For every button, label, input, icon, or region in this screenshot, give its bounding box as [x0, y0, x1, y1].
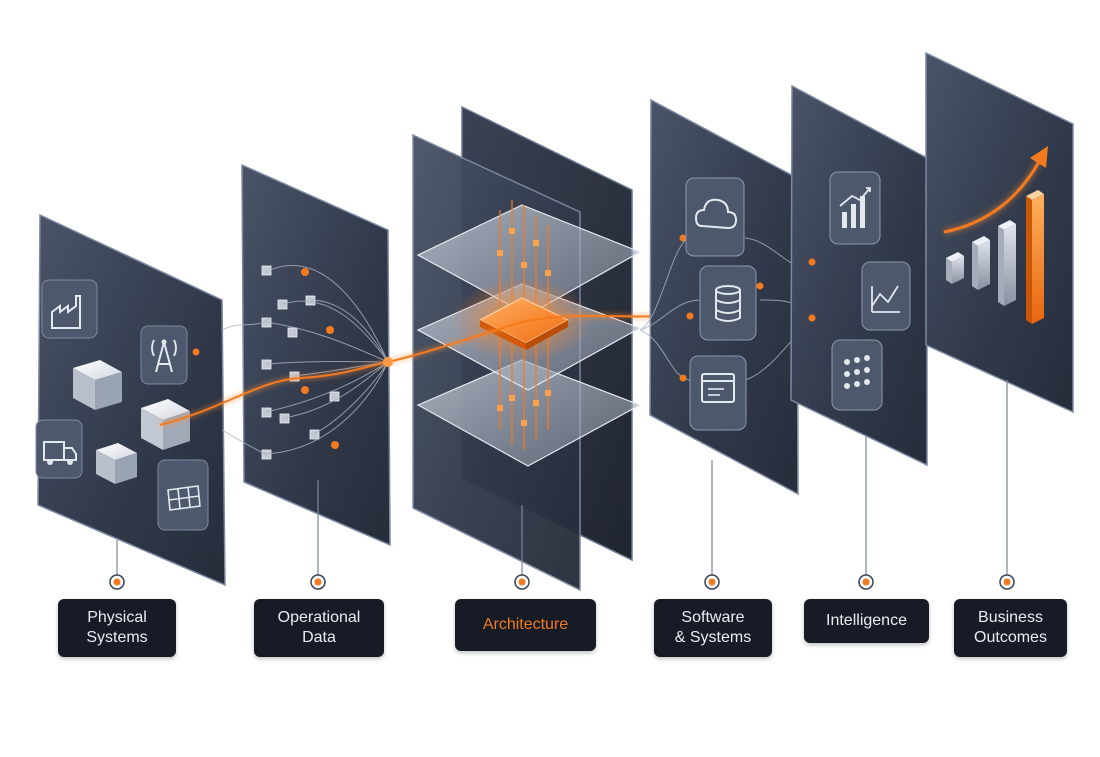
stage-label-text: Business Outcomes [974, 609, 1047, 646]
stage-label-text: Physical Systems [86, 609, 148, 646]
growth-arrow-icon [943, 146, 1048, 236]
panel-architecture [412, 105, 642, 592]
marker-architecture [514, 574, 530, 590]
solar-panel-icon [157, 459, 209, 531]
marker-physical-systems [109, 574, 125, 590]
panel-physical-systems [35, 213, 226, 587]
marker-operational-data [310, 574, 326, 590]
stage-label-intelligence: Intelligence [804, 599, 929, 643]
panel-software-systems [639, 98, 813, 496]
signal-tower-icon [140, 325, 188, 385]
stage-label-text: Operational Data [277, 609, 361, 646]
growth-bar-chart [946, 190, 1044, 324]
panel-operational-data [192, 163, 391, 547]
stage-label-text: Intelligence [826, 612, 907, 629]
stage-label-architecture: Architecture [455, 599, 596, 651]
marker-business-outcomes [999, 574, 1015, 590]
panel-intelligence [790, 84, 928, 467]
truck-icon [35, 419, 83, 479]
grid-dots-icon [831, 339, 883, 411]
marker-software-systems [704, 574, 720, 590]
factory-icon [41, 279, 98, 339]
cube-1 [73, 360, 122, 410]
cube-3 [96, 443, 137, 484]
bar-chart-icon [829, 171, 881, 245]
panel-business-outcomes [925, 51, 1074, 414]
database-icon [699, 265, 757, 341]
connector-stems [116, 380, 1008, 575]
architecture-stream-dots [497, 228, 551, 426]
stage-label-text: Software & Systems [674, 609, 752, 646]
cloud-icon [685, 177, 745, 257]
stage-label-physical-systems: Physical Systems [58, 599, 176, 657]
stage-label-software-systems: Software & Systems [654, 599, 772, 657]
stage-label-operational-data: Operational Data [254, 599, 384, 657]
stage-label-business-outcomes: Business Outcomes [954, 599, 1067, 657]
app-window-icon [689, 355, 747, 431]
data-orange-nodes [192, 268, 339, 449]
connector-markers [109, 574, 1015, 590]
marker-intelligence [858, 574, 874, 590]
stage-label-text: Architecture [482, 616, 569, 633]
architecture-layer-bottom [416, 359, 642, 467]
data-connections [221, 265, 389, 455]
trend-chart-icon [861, 261, 911, 331]
